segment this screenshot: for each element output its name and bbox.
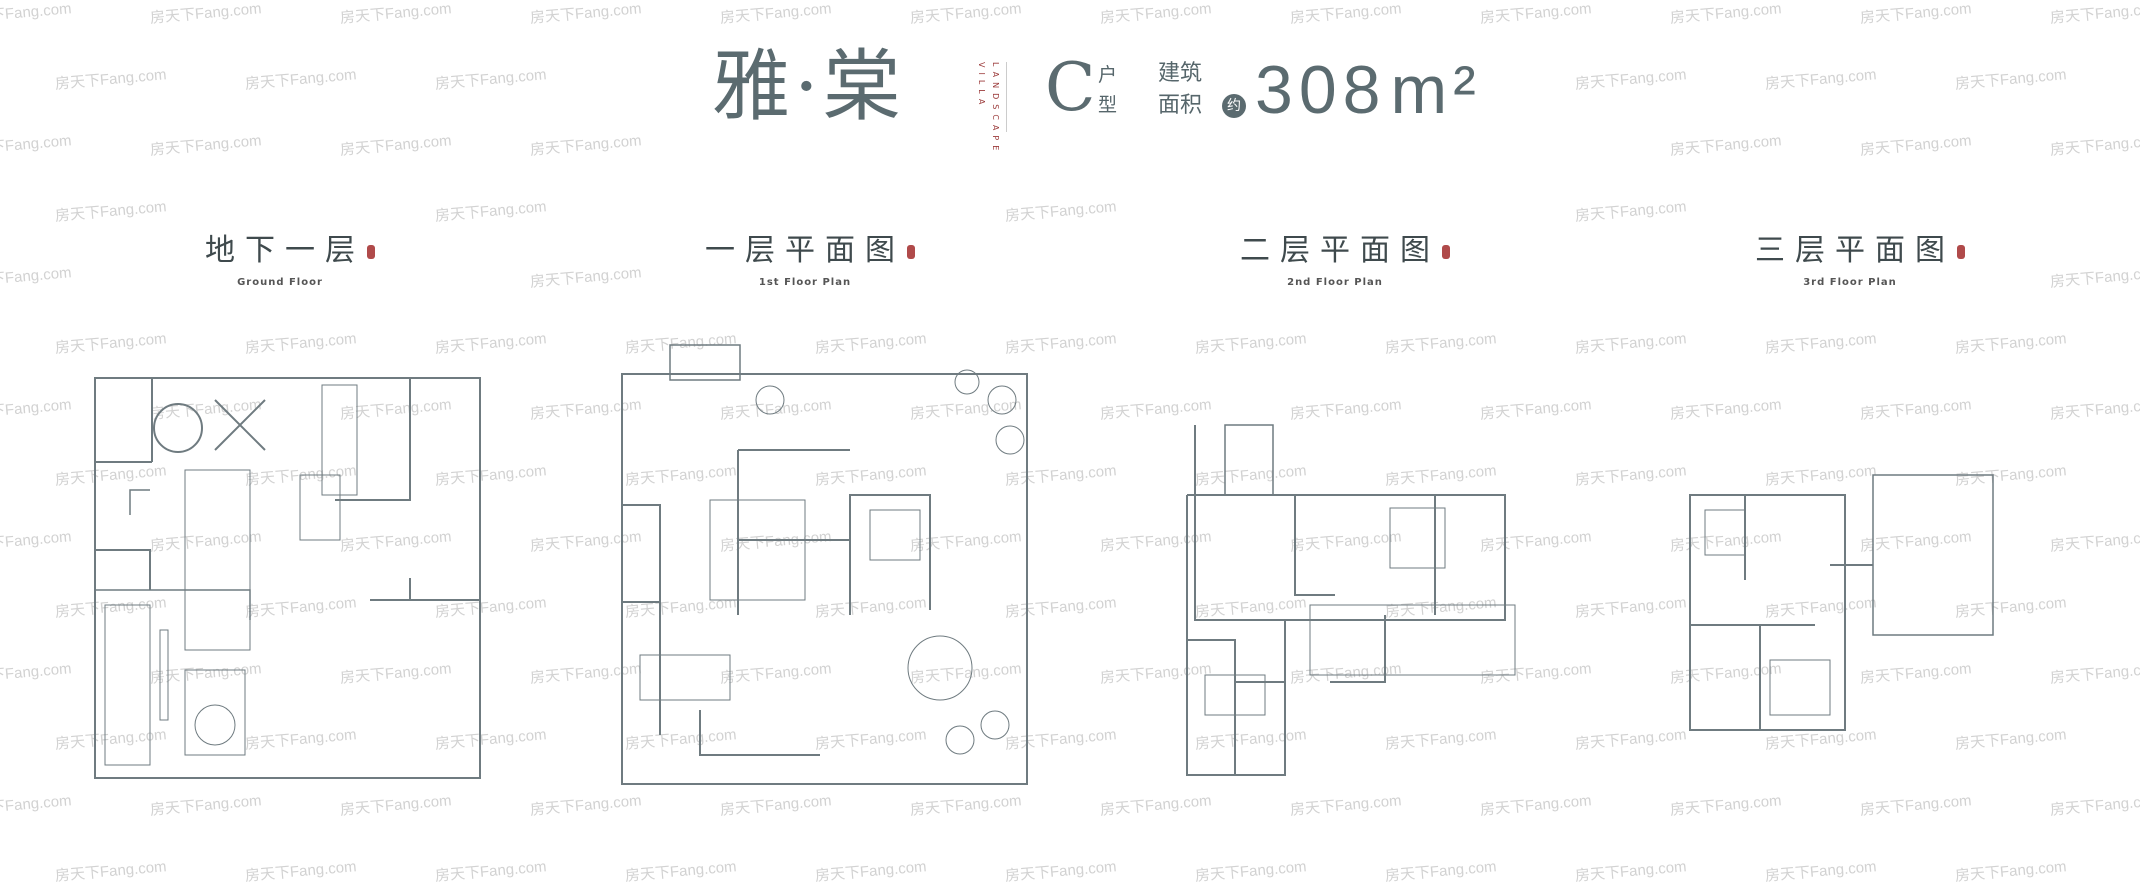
floor-plan-2f	[1186, 424, 1516, 776]
watermark-text: 房天下Fang.com	[1004, 198, 1118, 225]
floor-subtitle-b1: Ground Floor	[237, 277, 323, 288]
watermark-text: 房天下Fang.com	[2049, 396, 2140, 423]
watermark-text: 房天下Fang.com	[54, 66, 168, 93]
watermark-text: 房天下Fang.com	[0, 528, 73, 555]
floor-plan-b1	[94, 377, 481, 779]
watermark-text: 房天下Fang.com	[339, 792, 453, 819]
watermark-text: 房天下Fang.com	[719, 0, 833, 27]
landscape-tag: LANDSCAPE	[991, 62, 1000, 156]
approx-badge: 约	[1222, 94, 1246, 118]
watermark-text: 房天下Fang.com	[1669, 396, 1783, 423]
watermark-text: 房天下Fang.com	[54, 330, 168, 357]
watermark-text: 房天下Fang.com	[339, 0, 453, 27]
watermark-text: 房天下Fang.com	[434, 330, 548, 357]
watermark-text: 房天下Fang.com	[1194, 330, 1308, 357]
watermark-text: 房天下Fang.com	[1764, 330, 1878, 357]
floor-subtitle-2f: 2nd Floor Plan	[1287, 277, 1383, 288]
watermark-text: 房天下Fang.com	[1859, 0, 1973, 27]
watermark-text: 房天下Fang.com	[149, 792, 263, 819]
floor-plan-1f	[621, 344, 1028, 785]
divider	[1006, 62, 1007, 132]
watermark-text: 房天下Fang.com	[339, 132, 453, 159]
floor-subtitle-1f: 1st Floor Plan	[758, 277, 852, 288]
project-name: 雅·棠	[712, 42, 905, 132]
watermark-text: 房天下Fang.com	[1574, 66, 1688, 93]
watermark-text: 房天下Fang.com	[2049, 660, 2140, 687]
watermark-text: 房天下Fang.com	[149, 0, 263, 27]
watermark-text: 房天下Fang.com	[1099, 0, 1213, 27]
watermark-text: 房天下Fang.com	[2049, 0, 2140, 27]
unit-type-letter: C	[1045, 49, 1096, 126]
watermark-text: 房天下Fang.com	[1859, 396, 1973, 423]
watermark-text: 房天下Fang.com	[1574, 198, 1688, 225]
watermark-text: 房天下Fang.com	[244, 330, 358, 357]
watermark-text: 房天下Fang.com	[1479, 792, 1593, 819]
watermark-text: 房天下Fang.com	[0, 660, 73, 687]
watermark-text: 房天下Fang.com	[2049, 528, 2140, 555]
watermark-text: 房天下Fang.com	[1099, 792, 1213, 819]
watermark-text: 房天下Fang.com	[1479, 0, 1593, 27]
watermark-text: 房天下Fang.com	[2049, 132, 2140, 159]
villa-tag: VILLA	[977, 62, 986, 110]
watermark-text: 房天下Fang.com	[1574, 462, 1688, 489]
watermark-text: 房天下Fang.com	[719, 792, 833, 819]
watermark-text: 房天下Fang.com	[1669, 132, 1783, 159]
watermark-text: 房天下Fang.com	[1574, 330, 1688, 357]
watermark-text: 房天下Fang.com	[1574, 726, 1688, 753]
watermark-text: 房天下Fang.com	[1954, 66, 2068, 93]
watermark-text: 房天下Fang.com	[1289, 792, 1403, 819]
watermark-text: 房天下Fang.com	[909, 792, 1023, 819]
watermark-text: 房天下Fang.com	[1669, 792, 1783, 819]
watermark-text: 房天下Fang.com	[529, 264, 643, 291]
floor-title-1f: 一层平面图	[660, 232, 960, 270]
watermark-text: 房天下Fang.com	[434, 198, 548, 225]
watermark-text: 房天下Fang.com	[1289, 0, 1403, 27]
watermark-text: 房天下Fang.com	[0, 264, 73, 291]
watermark-text: 房天下Fang.com	[1574, 594, 1688, 621]
watermark-text: 房天下Fang.com	[909, 0, 1023, 27]
watermark-text: 房天下Fang.com	[0, 132, 73, 159]
area-value: 308m²	[1255, 52, 1482, 128]
watermark-text: 房天下Fang.com	[529, 132, 643, 159]
watermark-text: 房天下Fang.com	[1954, 330, 2068, 357]
watermark-text: 房天下Fang.com	[1384, 330, 1498, 357]
watermark-text: 房天下Fang.com	[54, 198, 168, 225]
watermark-text: 房天下Fang.com	[1859, 792, 1973, 819]
watermark-text: 房天下Fang.com	[1859, 132, 1973, 159]
unit-type-label: 户型	[1098, 64, 1118, 116]
watermark-text: 房天下Fang.com	[434, 66, 548, 93]
watermark-text: 房天下Fang.com	[2049, 264, 2140, 291]
floor-plan-3f	[1689, 474, 1994, 731]
watermark-text: 房天下Fang.com	[0, 792, 73, 819]
watermark-text: 房天下Fang.com	[2049, 792, 2140, 819]
floor-title-b1: 地下一层	[140, 232, 440, 270]
watermark-text: 房天下Fang.com	[0, 396, 73, 423]
watermark-text: 房天下Fang.com	[244, 66, 358, 93]
floor-title-2f: 二层平面图	[1195, 232, 1495, 270]
watermark-text: 房天下Fang.com	[1669, 0, 1783, 27]
floor-title-3f: 三层平面图	[1710, 232, 2010, 270]
area-label: 建筑面积	[1158, 61, 1203, 118]
watermark-text: 房天下Fang.com	[529, 792, 643, 819]
watermark-text: 房天下Fang.com	[0, 0, 73, 27]
watermark-text: 房天下Fang.com	[149, 132, 263, 159]
floor-subtitle-3f: 3rd Floor Plan	[1803, 277, 1897, 288]
watermark-text: 房天下Fang.com	[529, 0, 643, 27]
watermark-text: 房天下Fang.com	[1764, 66, 1878, 93]
